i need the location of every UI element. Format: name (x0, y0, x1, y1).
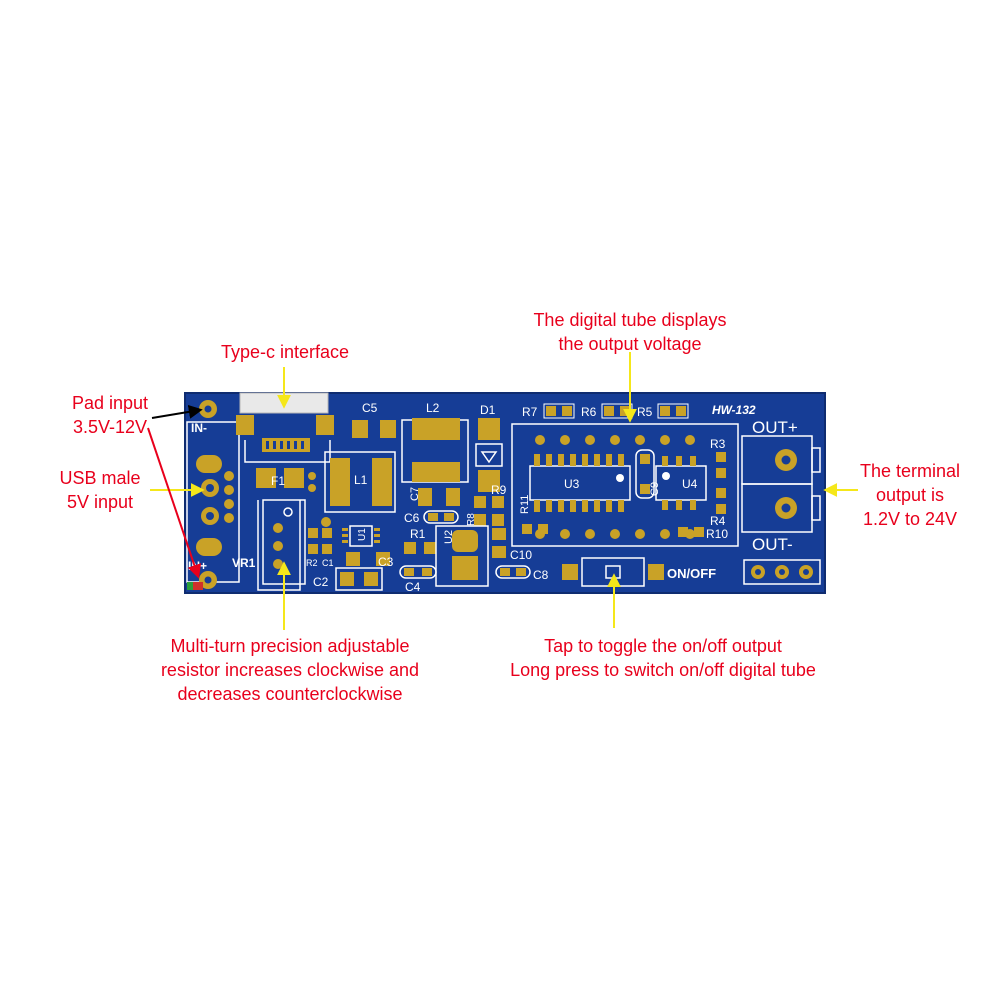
label-u1: U1 (357, 528, 368, 541)
pad-input-callout: Pad input 3.5V-12V (50, 391, 170, 439)
label-vr1: VR1 (232, 556, 256, 570)
label-r10: R10 (706, 527, 728, 541)
digital-tube-outline (511, 423, 739, 547)
digital-tube-callout-line-1: The digital tube displays (533, 310, 727, 330)
label-r2: R2 (306, 558, 318, 568)
terminal-output-callout: The terminal output is 1.2V to 24V (850, 459, 970, 531)
usb-male-pad-bottom (196, 538, 222, 556)
resistor-callout-line-2: resistor increases clockwise and (160, 660, 420, 680)
label-r4: R4 (710, 514, 726, 528)
label-on-off: ON/OFF (667, 566, 716, 581)
label-c2: C2 (313, 575, 329, 589)
label-r11: R11 (519, 495, 531, 514)
digital-tube-callout: The digital tube displays the output vol… (480, 308, 780, 356)
pad-input-callout-line-1: Pad input (71, 393, 149, 413)
label-c1: C1 (322, 558, 334, 568)
label-c4: C4 (405, 580, 421, 594)
type-c-callout: Type-c interface (190, 340, 380, 364)
label-d1: D1 (480, 403, 496, 417)
label-r7: R7 (522, 405, 538, 419)
label-out-minus: OUT- (752, 535, 793, 554)
label-r3: R3 (710, 437, 726, 451)
button-callout-line-1: Tap to toggle the on/off output (544, 636, 782, 656)
pad-input-arrow (151, 404, 203, 419)
label-c8: C8 (533, 568, 549, 582)
resistor-callout-line-3: decreases counterclockwise (177, 684, 403, 704)
label-r6: R6 (581, 405, 597, 419)
label-f1: F1 (271, 474, 285, 488)
label-l1: L1 (354, 473, 368, 487)
label-u3: U3 (564, 477, 580, 491)
usb-male-callout-line-2: 5V input (66, 492, 134, 512)
label-c9: C9 (649, 482, 661, 496)
label-in-minus: IN- (191, 421, 207, 435)
label-model: HW-132 (712, 403, 756, 417)
label-r9: R9 (491, 483, 507, 497)
label-u2: U2 (443, 530, 455, 544)
button-callout-line-2: Long press to switch on/off digital tube (510, 660, 816, 680)
terminal-output-callout-line-2: output is (875, 485, 945, 505)
label-in-plus: IN+ (188, 559, 207, 573)
label-r5: R5 (637, 405, 653, 419)
label-r8: R8 (466, 513, 477, 526)
resistor-callout-line-1: Multi-turn precision adjustable (170, 636, 410, 656)
pad-input-callout-line-2: 3.5V-12V (72, 417, 148, 437)
label-c5: C5 (362, 401, 378, 415)
label-c6: C6 (404, 511, 420, 525)
usb-male-callout-line-1: USB male (59, 468, 141, 488)
terminal-output-callout-line-3: 1.2V to 24V (862, 509, 958, 529)
label-c10: C10 (510, 548, 532, 562)
label-u4: U4 (682, 477, 698, 491)
label-l2: L2 (426, 401, 440, 415)
terminal-output-callout-line-1: The terminal (859, 461, 961, 481)
usb-male-pad-top (196, 455, 222, 473)
button-callout: Tap to toggle the on/off output Long pre… (480, 634, 846, 682)
label-c3: C3 (378, 555, 394, 569)
usb-male-callout: USB male 5V input (40, 466, 160, 514)
resistor-callout: Multi-turn precision adjustable resistor… (140, 634, 440, 706)
label-out-plus: OUT+ (752, 418, 798, 437)
digital-tube-callout-line-2: the output voltage (558, 334, 702, 354)
in-plus-arrow (147, 427, 202, 579)
label-r1: R1 (410, 527, 426, 541)
type-c-callout-text: Type-c interface (220, 342, 350, 362)
label-c7: C7 (409, 487, 421, 501)
